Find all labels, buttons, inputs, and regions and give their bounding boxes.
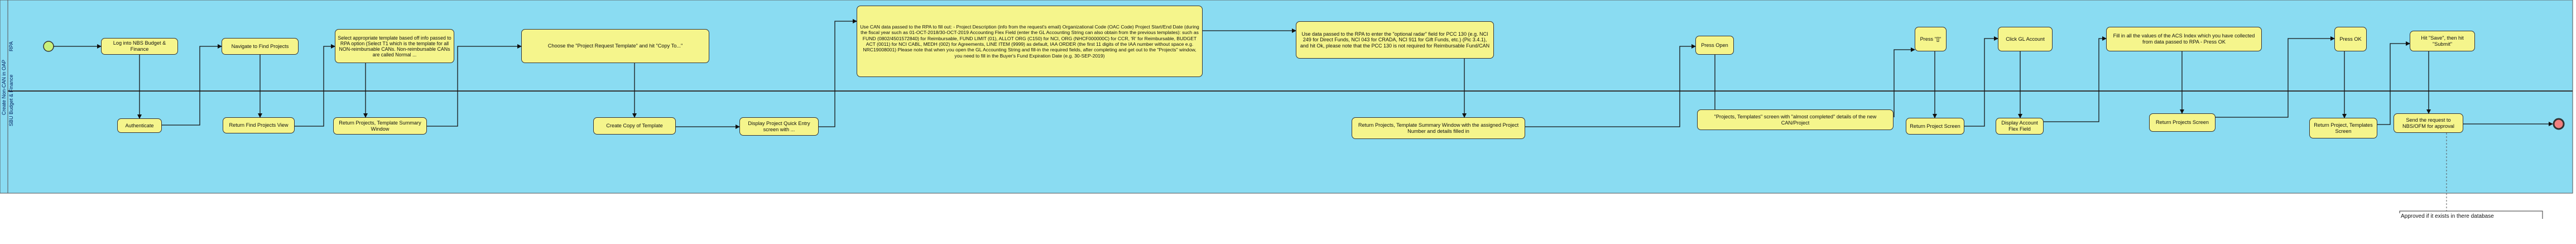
task-navigate-find-projects[interactable]: Navigate to Find Projects: [222, 38, 299, 55]
task-login[interactable]: Log into NBS Budget & Finance: [101, 38, 178, 55]
task-return-projects-screen[interactable]: Return Projects Screen: [2149, 113, 2215, 132]
task-quick-entry[interactable]: Display Project Quick Entry screen with …: [739, 117, 819, 136]
text-annotation: Approved if it exists in there database: [2401, 213, 2494, 219]
task-return-project-screen[interactable]: Return Project Screen: [1906, 118, 1964, 135]
task-press-open[interactable]: Press Open: [1695, 36, 1734, 55]
flow-projtemplates-pressbracket: [1893, 47, 1915, 117]
start-event: [43, 41, 54, 52]
end-event: [2553, 118, 2565, 130]
task-return-find-projects[interactable]: Return Find Projects View: [223, 117, 295, 133]
task-press-bracket[interactable]: Press "[]": [1915, 27, 1947, 51]
task-hit-save-submit[interactable]: Hit "Save", then hit "Submit": [2410, 31, 2475, 51]
task-projects-templates-screen[interactable]: "Projects, Templates" screen with "almos…: [1697, 109, 1893, 130]
sequence-flows: [54, 19, 2553, 129]
task-authenticate[interactable]: Authenticate: [117, 118, 162, 133]
flow-auth-nav: [162, 44, 222, 126]
task-fill-acs-index[interactable]: Fill in all the values of the ACS Index …: [2106, 27, 2262, 51]
task-select-template[interactable]: Select appropriate template based off in…: [335, 29, 454, 63]
task-choose-template[interactable]: Choose the "Project Request Template" an…: [521, 29, 709, 63]
flow-displayflex-fillacs: [2044, 36, 2107, 122]
task-use-can-data[interactable]: Use CAN data passed to the RPA to fill o…: [857, 6, 1203, 77]
lane-budget-finance: [7, 90, 2573, 194]
pool-label: Create Non-CAN in OAP: [1, 3, 7, 193]
task-create-copy[interactable]: Create Copy of Template: [593, 117, 676, 135]
lane-label-rpa: RPA: [8, 41, 14, 51]
flow-returnproject-clickgl: [1964, 36, 1998, 127]
lane-label-budget-finance: SBU Budget & Finance: [8, 74, 14, 126]
pool-title: Create Non-CAN in OAP: [1, 59, 7, 115]
flow-quickentry-usecan: [819, 19, 857, 127]
task-optional-radar[interactable]: Use data passed to the RPA to enter the …: [1296, 21, 1494, 59]
annotation-bracket: [2399, 210, 2543, 219]
task-display-account-flex[interactable]: Display Account Flex Field: [1996, 118, 2044, 135]
task-press-ok[interactable]: Press OK: [2334, 27, 2367, 51]
flow-returnfind-select: [295, 44, 335, 127]
flow-returnprojects-pressok: [2215, 36, 2335, 118]
flow-returnprojtemplates-hitsave: [2377, 41, 2410, 125]
flow-returnsummary-choose: [427, 44, 522, 127]
task-return-template-summary[interactable]: Return Projects, Template Summary Window: [333, 117, 427, 135]
task-click-gl-account[interactable]: Click GL Account: [1998, 27, 2053, 51]
task-return-project-templates[interactable]: Return Project, Templates Screen: [2309, 118, 2377, 138]
task-return-summary-assigned[interactable]: Return Projects, Template Summary Window…: [1352, 117, 1525, 139]
flow-returnsummary2-pressopen: [1525, 44, 1696, 127]
task-send-request[interactable]: Send the request to NBS/OFM for approval: [2394, 113, 2463, 133]
